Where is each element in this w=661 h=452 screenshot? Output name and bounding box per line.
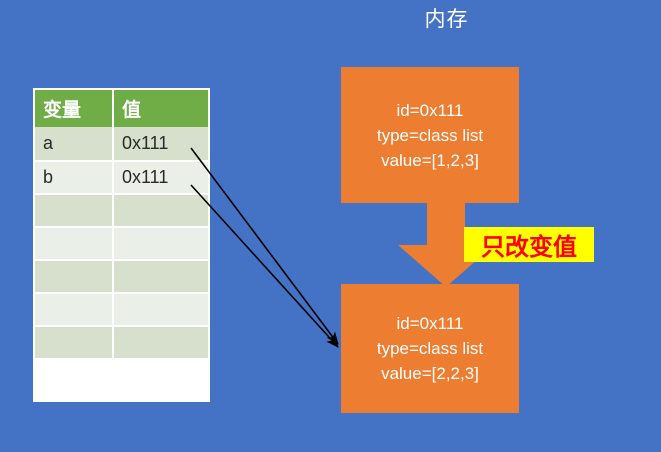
page-title: 内存 [424,8,469,31]
variable-table: 变量 值 a 0x111 b 0x111 [33,88,210,402]
cell-variable-value: 0x111 [112,127,208,160]
cell-variable-value [112,327,208,358]
table-row[interactable] [35,226,208,259]
memory-block-after: id=0x111 type=class list value=[2,2,3] [341,284,519,413]
column-header-variable: 变量 [43,100,82,121]
table-row[interactable]: b 0x111 [35,160,208,193]
table-header-row: 变量 值 [35,90,208,127]
cell-variable-name [35,261,112,292]
memory-line-value: value=[1,2,3] [381,150,479,170]
cell-variable-name [35,228,112,259]
annotation-badge: 只改变值 [464,227,594,262]
column-header-value: 值 [112,90,208,127]
arrow-b-to-memory [190,184,339,348]
cell-variable-value [112,195,208,226]
memory-line-type: type=class list [376,339,484,358]
memory-line-id: id=0x111 [396,314,464,333]
cell-variable-name: b [43,167,54,187]
table-row[interactable] [35,292,208,325]
cell-variable-value [112,228,208,259]
cell-variable-name [35,195,112,226]
cell-variable-value: 0x111 [112,162,208,193]
table-row[interactable] [35,325,208,358]
cell-variable-name [35,294,112,325]
table-row[interactable]: a 0x111 [35,127,208,160]
cell-variable-value [112,261,208,292]
cell-variable-name: a [43,133,54,153]
arrow-a-to-memory [190,147,339,345]
memory-line-value: value=[2,2,3] [381,364,479,383]
memory-block-before: id=0x111 type=class list value=[1,2,3] [341,67,519,203]
table-row[interactable] [35,193,208,226]
memory-line-id: id=0x111 [396,100,464,120]
table-row[interactable] [35,259,208,292]
cell-variable-value [112,294,208,325]
down-block-arrow-icon [398,201,494,287]
cell-variable-name [35,327,112,358]
memory-line-type: type=class list [376,125,484,145]
